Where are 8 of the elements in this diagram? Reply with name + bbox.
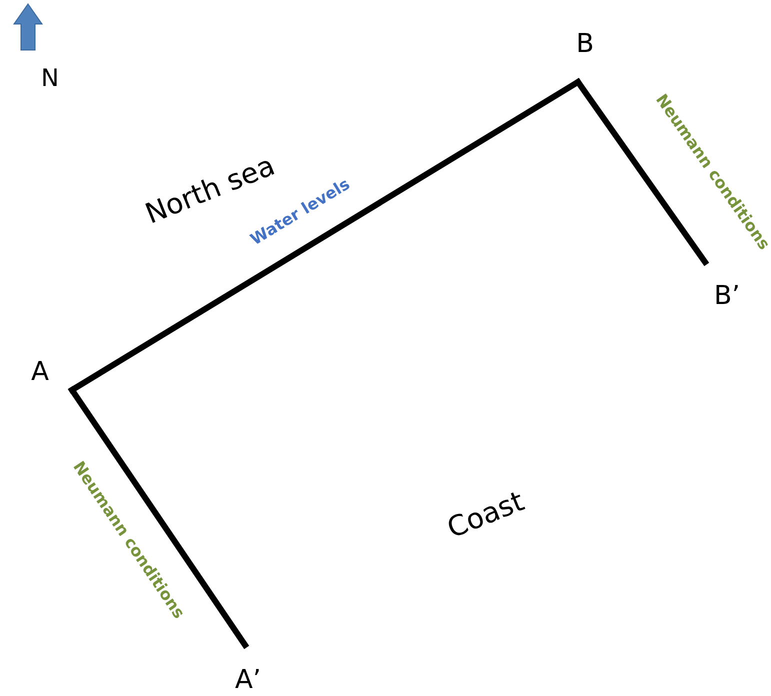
point-label: B — [576, 31, 594, 57]
point-label: B’ — [714, 283, 740, 309]
point-label: A — [31, 359, 49, 385]
boundary-line — [69, 387, 248, 648]
coast-label: Coast — [443, 487, 528, 543]
boundary-line — [575, 79, 708, 265]
point-label: A’ — [234, 667, 262, 693]
north-label: N — [41, 66, 59, 90]
